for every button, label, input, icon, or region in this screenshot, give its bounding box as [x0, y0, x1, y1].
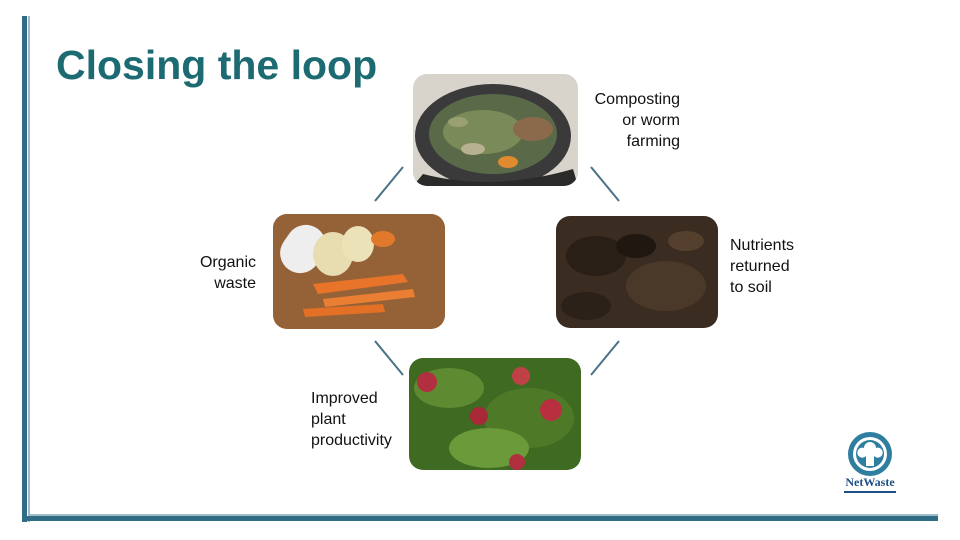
soil-photo: [556, 216, 718, 328]
netwaste-logo: NetWaste: [838, 430, 902, 498]
left-border-accent: [28, 16, 30, 522]
label-composting-line2: or worm: [622, 112, 680, 129]
label-improved-line2: plant: [311, 411, 346, 428]
label-composting: Composting or worm farming: [584, 89, 680, 152]
label-nutrients: Nutrients returned to soil: [730, 235, 820, 298]
compost-bin-photo: [413, 74, 578, 186]
arrow-compost-to-soil: [590, 166, 620, 202]
bottom-border-accent: [28, 514, 938, 516]
label-improved-line3: productivity: [311, 432, 392, 449]
label-organic-line2: waste: [214, 275, 256, 292]
label-nutrients-line2: returned: [730, 258, 790, 275]
organic-waste-photo: [273, 214, 445, 329]
arrow-organic-to-compost: [374, 166, 404, 202]
label-organic-line1: Organic: [199, 254, 256, 271]
arrow-plant-to-organic: [374, 340, 404, 376]
label-improved-line1: Improved: [311, 390, 378, 407]
slide-title: Closing the loop: [56, 42, 378, 88]
bottom-border-bar: [22, 516, 938, 521]
label-composting-line3: farming: [626, 133, 680, 150]
logo-text: NetWaste: [845, 475, 895, 489]
label-composting-line1: Composting: [594, 91, 680, 108]
label-improved: Improved plant productivity: [311, 388, 407, 451]
left-border-bar: [22, 16, 27, 522]
arrow-soil-to-plant: [590, 340, 620, 376]
label-nutrients-line3: to soil: [730, 279, 772, 296]
apple-tree-photo: [409, 358, 581, 470]
label-organic: Organic waste: [176, 252, 256, 294]
label-nutrients-line1: Nutrients: [730, 237, 795, 254]
